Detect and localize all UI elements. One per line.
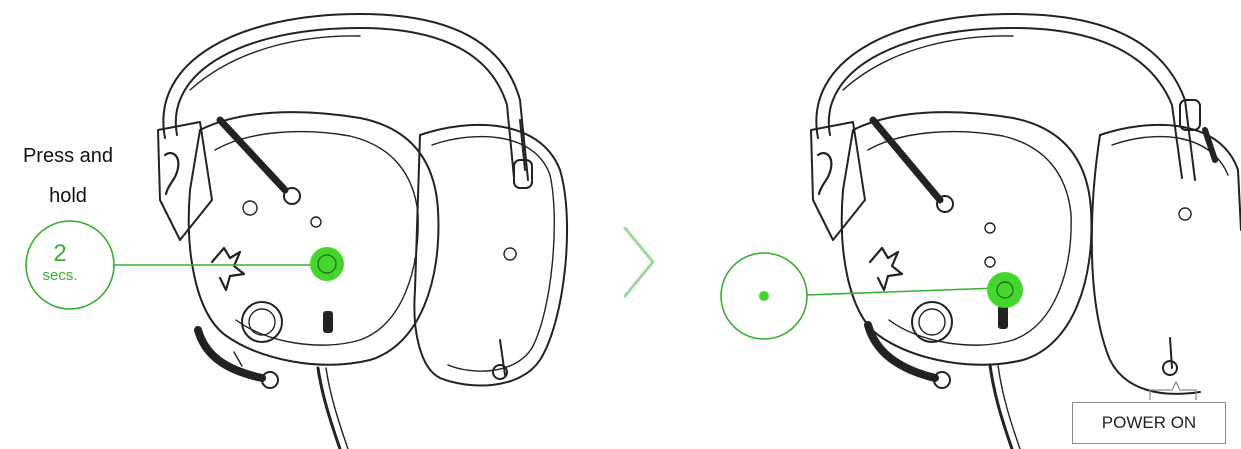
instruction-line-2: hold xyxy=(6,186,130,206)
chevron-right-icon xyxy=(625,228,653,296)
status-led-icon xyxy=(759,291,769,301)
power-on-bracket xyxy=(1150,382,1196,400)
instruction-line-1: Press and xyxy=(6,146,130,166)
headset-illustration-left xyxy=(158,14,567,449)
timer-unit: secs. xyxy=(30,268,90,283)
power-button-icon-lit xyxy=(987,272,1023,308)
timer-value: 2 xyxy=(30,242,90,266)
power-on-label: POWER ON xyxy=(1072,402,1226,444)
power-on-text: POWER ON xyxy=(1102,413,1196,433)
power-button-icon xyxy=(310,247,344,281)
